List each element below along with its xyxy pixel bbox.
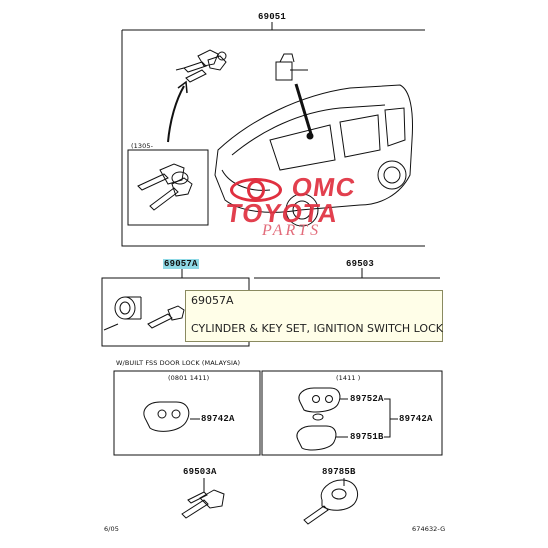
part-label-key-remote[interactable]: 89785B [322,467,356,477]
date-range-right: (1411 ) [336,374,361,382]
footer-right: 674632-G [412,525,446,533]
date-code-label: (1305- [131,142,154,150]
part-label-main[interactable]: 69051 [258,12,287,22]
tooltip-description: CYLINDER & KEY SET, IGNITION SWITCH LOCK [191,322,443,335]
toyota-logo-icon [230,178,282,202]
part-label-transmitter-left[interactable]: 89742A [201,414,235,424]
watermark-line3: PARTS [262,222,322,239]
part-label-transmitter-cover[interactable]: 89751B [350,432,384,442]
part-label-right-box[interactable]: 69503 [346,259,375,269]
part-label-cylinder-key-set-text[interactable]: 69057A [163,259,199,269]
part-tooltip: 69057A CYLINDER & KEY SET, IGNITION SWIT… [185,290,443,342]
part-label-transmitter-case[interactable]: 89752A [350,394,384,404]
date-range-left: (0801 1411) [168,374,210,382]
footer-left: 6/05 [104,525,119,533]
watermark: OMC TOYOTA PARTS [222,172,432,242]
tooltip-code: 69057A [191,294,234,307]
part-label-transmitter-right[interactable]: 89742A [399,414,433,424]
part-label-key-blank[interactable]: 69503A [183,467,217,477]
part-label-cylinder-key-set[interactable]: 69057A [163,259,199,269]
keyless-note: W/BUILT FSS DOOR LOCK (MALAYSIA) [116,359,241,367]
